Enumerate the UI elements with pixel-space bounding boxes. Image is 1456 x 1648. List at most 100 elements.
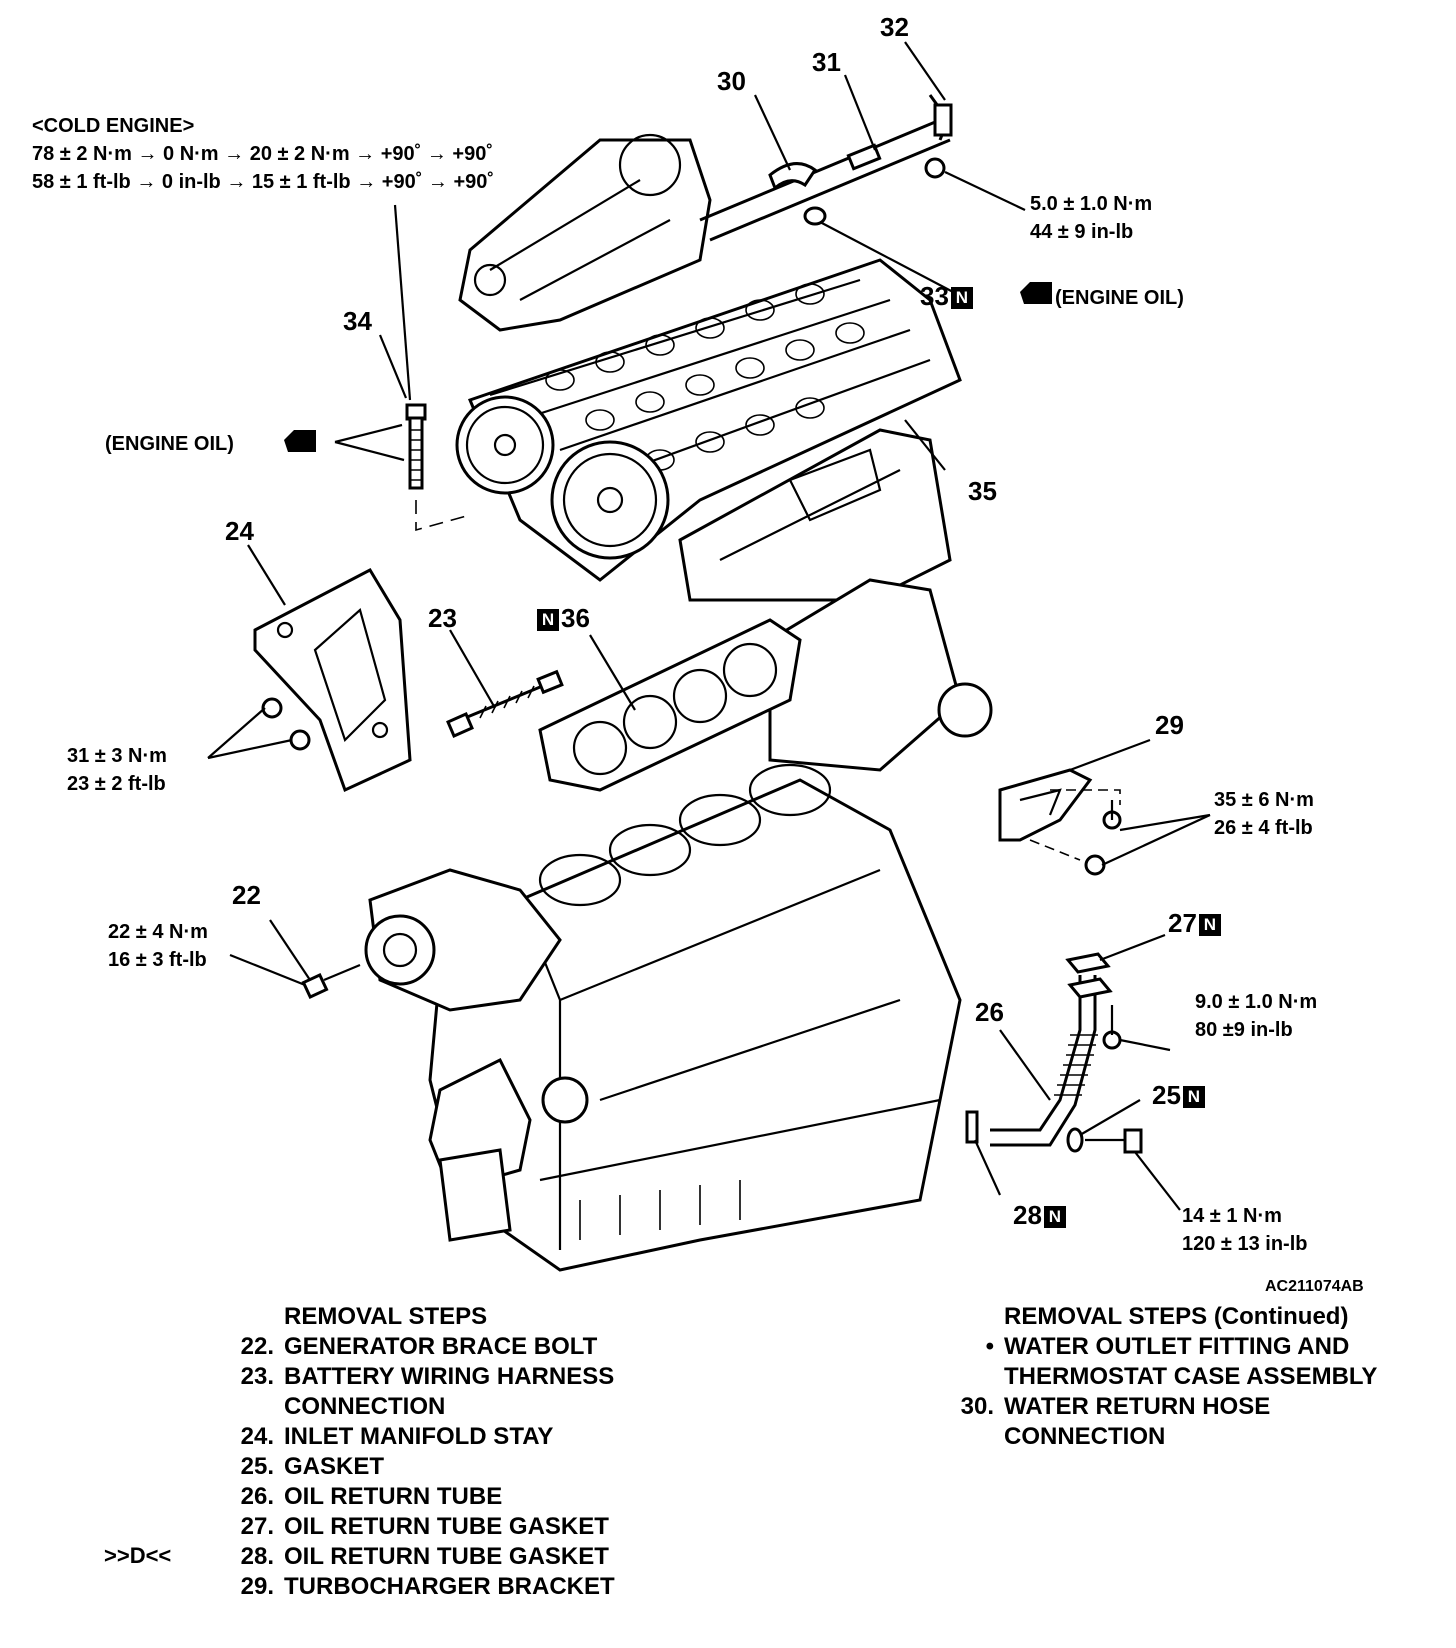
list-item: 30. WATER RETURN HOSE [930, 1392, 1377, 1422]
torque-26-metric: 9.0 ± 1.0 N·m [1195, 991, 1318, 1013]
callout-36-number: 36 [561, 603, 590, 633]
callout-26: 26 [975, 997, 1004, 1027]
step-number [930, 1362, 1004, 1392]
figure-code: AC211074AB [1265, 1278, 1364, 1295]
new-part-icon: N [1198, 914, 1221, 936]
new-part-icon: N [1182, 1086, 1205, 1108]
cold-engine-imperial: 58 ± 1 ft-lb → 0 in-lb → 15 ± 1 ft-lb → … [32, 171, 495, 193]
callout-35: 35 [968, 476, 997, 506]
oil-note-33: (ENGINE OIL) [1055, 287, 1184, 309]
callout-32: 32 [880, 12, 909, 42]
step-text: GASKET [284, 1453, 385, 1480]
exhaust-manifold-cover [678, 428, 993, 772]
callout-31: 31 [812, 47, 841, 77]
list-item: 25. GASKET [210, 1452, 615, 1482]
list-item: 22.GENERATOR BRACE BOLT [210, 1332, 615, 1362]
new-part-icon: N [950, 287, 973, 309]
list-item: 27. OIL RETURN TUBE GASKET [210, 1512, 615, 1542]
callout-22: 22 [232, 880, 261, 910]
service-point-marker: >>D<< [104, 1543, 172, 1568]
step-text: BATTERY WIRING HARNESS [284, 1363, 615, 1390]
step-number: 27. [240, 1513, 274, 1540]
torque-32-metric: 5.0 ± 1.0 N·m [1030, 193, 1153, 215]
list-item: 24. INLET MANIFOLD STAY [210, 1422, 615, 1452]
callout-33-number: 33 [920, 281, 949, 311]
cylinder-block [428, 763, 962, 1272]
step-text: CONNECTION [1004, 1423, 1166, 1450]
turbocharger-bracket [998, 768, 1122, 876]
torque-25-metric: 14 ± 1 N·m [1182, 1205, 1282, 1227]
step-text: WATER RETURN HOSE [1004, 1393, 1271, 1420]
callout-25-number: 25 [1152, 1080, 1181, 1110]
step-number: 29. [240, 1573, 274, 1600]
torque-26-imperial: 80 ±9 in-lb [1195, 1019, 1293, 1041]
torque-29-imperial: 26 ± 4 ft-lb [1214, 817, 1313, 839]
step-text: INLET MANIFOLD STAY [284, 1423, 554, 1450]
step-text: OIL RETURN TUBE [284, 1483, 503, 1510]
removal-steps-title: REMOVAL STEPS [284, 1303, 488, 1330]
list-item: THERMOSTAT CASE ASSEMBLY [930, 1362, 1377, 1392]
oil-note-34: (ENGINE OIL) [105, 433, 234, 455]
step-text: TURBOCHARGER BRACKET [284, 1573, 615, 1600]
list-item: CONNECTION [210, 1392, 615, 1422]
step-number: 26. [240, 1483, 274, 1510]
step-number: 25. [240, 1453, 274, 1480]
step-text: THERMOSTAT CASE ASSEMBLY [1004, 1363, 1378, 1390]
oil-return-tube [965, 952, 1143, 1154]
callout-24: 24 [225, 516, 254, 546]
callout-23: 23 [428, 603, 457, 633]
torque-25-imperial: 120 ± 13 in-lb [1182, 1233, 1308, 1255]
removal-steps-cont-title-row: REMOVAL STEPS (Continued) [930, 1302, 1377, 1332]
cylinder-head [455, 258, 962, 582]
leader-lines [207, 41, 1211, 1211]
torque-24-metric: 31 ± 3 N·m [67, 745, 167, 767]
step-number: 22. [240, 1333, 274, 1360]
cold-engine-title: <COLD ENGINE> [32, 115, 195, 137]
list-item: 28. OIL RETURN TUBE GASKET [210, 1542, 615, 1572]
torque-29-metric: 35 ± 6 N·m [1214, 789, 1314, 811]
step-number [210, 1392, 284, 1422]
removal-steps-title-row: REMOVAL STEPS [210, 1302, 615, 1332]
removal-steps-cont-title: REMOVAL STEPS (Continued) [1004, 1303, 1349, 1330]
callout-27-number: 27 [1168, 908, 1197, 938]
torque-22-metric: 22 ± 4 N·m [108, 921, 208, 943]
torque-32-imperial: 44 ± 9 in-lb [1030, 221, 1134, 243]
new-part-icon: N [1043, 1206, 1066, 1228]
oil-can-icon [284, 282, 1052, 452]
water-outlet-pipe [699, 94, 953, 242]
step-number: 24. [240, 1423, 274, 1450]
list-item: 26. OIL RETURN TUBE [210, 1482, 615, 1512]
generator-brace-bolt [301, 963, 361, 1000]
callout-29: 29 [1155, 710, 1184, 740]
step-number: 30. [960, 1393, 994, 1420]
step-number: • [985, 1333, 994, 1360]
turbocharger [364, 868, 589, 1242]
intake-manifold [458, 133, 712, 332]
list-item: 23.BATTERY WIRING HARNESS [210, 1362, 615, 1392]
callout-34: 34 [343, 306, 372, 336]
cold-engine-metric: 78 ± 2 N·m → 0 N·m → 20 ± 2 N·m → +90˚ →… [32, 143, 493, 165]
cylinder-head-gasket [538, 618, 802, 792]
callout-30: 30 [717, 66, 746, 96]
torque-24-imperial: 23 ± 2 ft-lb [67, 773, 166, 795]
step-number [930, 1422, 1004, 1452]
step-text: OIL RETURN TUBE GASKET [284, 1543, 609, 1570]
list-item: CONNECTION [930, 1422, 1377, 1452]
callout-28-number: 28 [1013, 1200, 1042, 1230]
step-number: 28. [240, 1543, 274, 1570]
torque-22-imperial: 16 ± 3 ft-lb [108, 949, 207, 971]
step-text: CONNECTION [284, 1393, 446, 1420]
removal-steps: REMOVAL STEPS 22.GENERATOR BRACE BOLT 23… [210, 1302, 615, 1602]
new-part-icon: N [537, 609, 559, 631]
cylinder-head-bolt [405, 403, 471, 532]
list-item: 29. TURBOCHARGER BRACKET [210, 1572, 615, 1602]
step-text: OIL RETURN TUBE GASKET [284, 1513, 609, 1540]
step-text: WATER OUTLET FITTING AND [1004, 1333, 1350, 1360]
inlet-manifold-stay [253, 568, 412, 793]
